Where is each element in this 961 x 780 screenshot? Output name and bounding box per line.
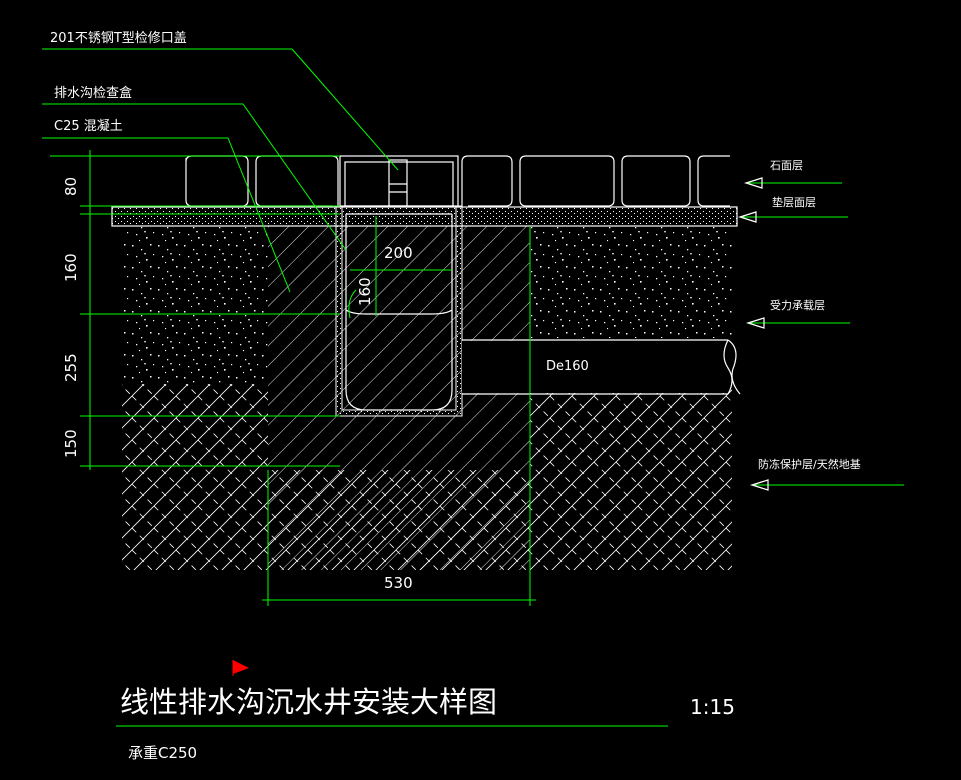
ground-layers	[122, 226, 732, 570]
left-dimensions: 80 160 255 150	[50, 150, 340, 470]
pipe-de160: De160	[462, 339, 741, 395]
dim-150: 150	[62, 429, 80, 458]
bottom-dimension: 530	[262, 226, 536, 606]
drainage-box	[335, 155, 463, 417]
load-class: 承重C250	[128, 744, 197, 762]
concrete-lower	[268, 470, 530, 570]
drawing-title: 线性排水沟沉水井安装大样图	[120, 685, 497, 719]
pipe-label: De160	[546, 359, 589, 374]
bearing-layer-label: 受力承载层	[770, 299, 825, 312]
dim-200: 200	[384, 244, 413, 262]
leaders-right: 石面层 垫层面层 受力承载层 防冻保护层/天然地基	[737, 159, 904, 491]
inner-dimensions: 200 160	[348, 216, 452, 319]
drawing-scale: 1:15	[690, 695, 735, 719]
stone-layer-label: 石面层	[770, 159, 803, 172]
bearing-layer-left	[122, 226, 268, 384]
bearing-layer-right	[530, 226, 732, 338]
dim-160: 160	[62, 253, 80, 282]
red-flag-marker	[233, 660, 249, 674]
box-label: 排水沟检查盒	[54, 85, 132, 101]
dim-255: 255	[62, 353, 80, 382]
cover-label: 201不锈钢T型检修口盖	[50, 31, 187, 46]
cushion-layer	[111, 206, 738, 227]
leaders-left: 201不锈钢T型检修口盖 排水沟检查盒 C25 混凝土	[42, 31, 399, 293]
title-block: 线性排水沟沉水井安装大样图 1:15 承重C250	[116, 660, 735, 762]
concrete-label: C25 混凝土	[54, 118, 123, 134]
base-layer-label: 防冻保护层/天然地基	[758, 457, 861, 471]
dim-160-inner: 160	[356, 277, 374, 306]
cushion-layer-label: 垫层面层	[772, 195, 816, 209]
dim-80: 80	[62, 177, 80, 196]
dim-530: 530	[384, 574, 413, 592]
